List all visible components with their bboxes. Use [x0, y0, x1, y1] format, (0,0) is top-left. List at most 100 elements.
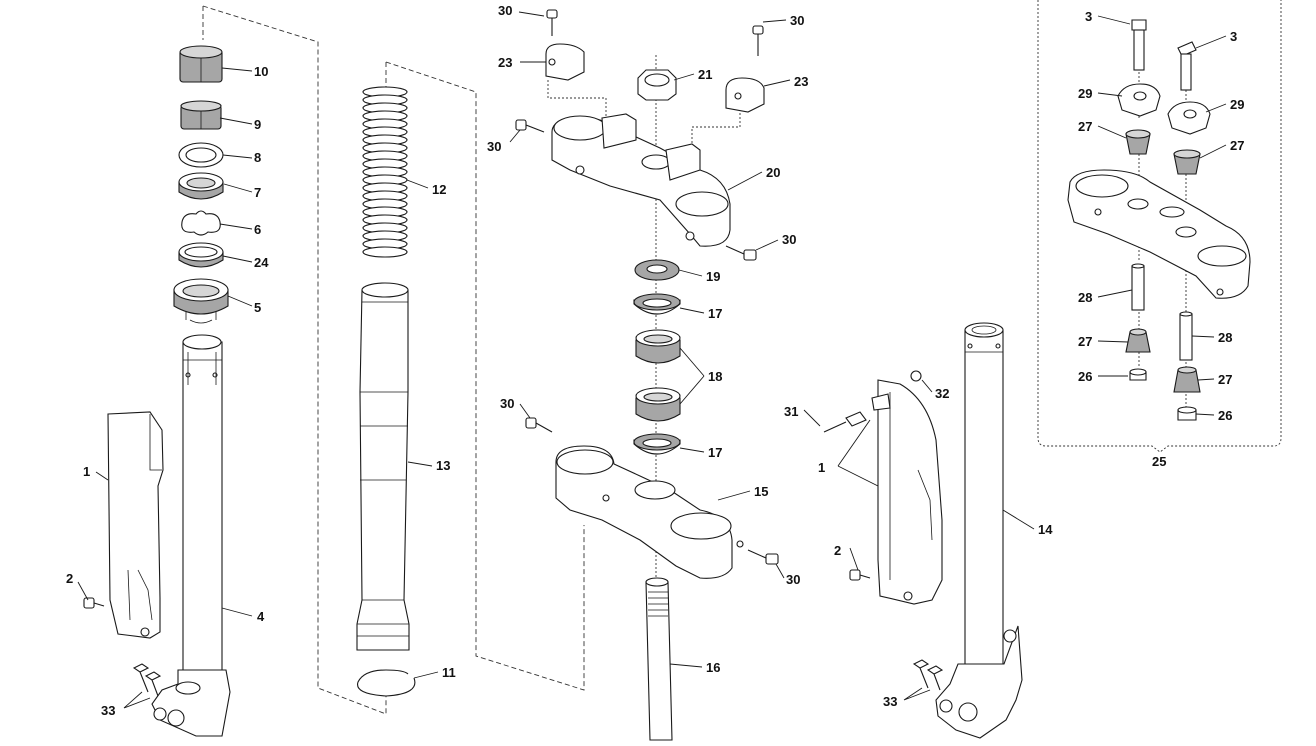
bolts-33-right	[912, 659, 944, 691]
bolt-2-left	[83, 597, 105, 609]
handlebar-clamp-plate	[1067, 169, 1251, 299]
callout-6: 6	[254, 222, 261, 237]
callout-25: 25	[1152, 454, 1166, 469]
callout-15: 15	[754, 484, 768, 499]
clip-6	[181, 210, 221, 236]
circlip-11	[357, 669, 416, 697]
callout-24: 24	[254, 255, 269, 270]
callout-33-left: 33	[101, 703, 115, 718]
callout-31: 31	[784, 404, 798, 419]
washer-19	[634, 259, 680, 281]
fork-guard-1-right	[871, 379, 943, 605]
callout-32: 32	[935, 386, 949, 401]
outer-tube-14	[964, 322, 1004, 671]
bolt-30-lower-left	[525, 417, 553, 433]
callout-21: 21	[698, 67, 712, 82]
washer-8	[178, 142, 224, 168]
ring-24	[178, 242, 224, 268]
callout-30-b: 30	[487, 139, 501, 154]
cartridge-13	[356, 282, 410, 651]
oil-seal-5	[173, 278, 229, 324]
bolt-32	[910, 370, 922, 382]
rubber-27-d	[1173, 366, 1201, 393]
dust-seal-7	[178, 172, 224, 200]
nut-26-left	[1129, 368, 1147, 381]
clamp-29-right	[1167, 101, 1211, 135]
callout-8: 8	[254, 150, 261, 165]
callout-17-bottom: 17	[708, 445, 722, 460]
callout-14: 14	[1038, 522, 1053, 537]
bolt-2-right	[849, 569, 871, 581]
callout-2-right: 2	[834, 543, 841, 558]
callout-3-left: 3	[1085, 9, 1092, 24]
callout-12: 12	[432, 182, 446, 197]
lower-triple-clamp-15	[555, 445, 744, 579]
callout-9: 9	[254, 117, 261, 132]
bushing-10	[179, 45, 223, 83]
bearing-race-17-top	[633, 293, 681, 315]
bearing-race-17-bottom	[633, 433, 681, 455]
callout-18: 18	[708, 369, 722, 384]
callout-26-left: 26	[1078, 369, 1092, 384]
callout-30-f: 30	[786, 572, 800, 587]
callout-17-top: 17	[708, 306, 722, 321]
callout-5: 5	[254, 300, 261, 315]
clamp-23-right	[725, 77, 765, 113]
nut-26-right	[1177, 406, 1197, 421]
axle-clamp-left	[151, 669, 231, 737]
steering-stem-16	[645, 577, 673, 741]
callout-28-right: 28	[1218, 330, 1232, 345]
callout-23-right: 23	[794, 74, 808, 89]
bolt-30-top-right	[752, 25, 764, 56]
leader-lines	[77, 11, 1227, 709]
callout-11: 11	[442, 665, 456, 680]
callout-30-d: 30	[782, 232, 796, 247]
callout-27-a: 27	[1078, 119, 1092, 134]
callout-20: 20	[766, 165, 780, 180]
callout-1-right: 1	[818, 460, 825, 475]
fork-guard-1-left	[107, 411, 164, 639]
bolts-33-left	[132, 663, 162, 697]
bushing-9	[180, 100, 222, 130]
bolt-3-left	[1131, 19, 1147, 71]
nut-21	[637, 69, 677, 101]
callout-10: 10	[254, 64, 268, 79]
bolt-30-left	[515, 119, 545, 133]
bearing-18-top	[635, 329, 681, 364]
callout-30-e: 30	[500, 396, 514, 411]
upper-triple-clamp-20	[551, 113, 731, 247]
callout-28-left: 28	[1078, 290, 1092, 305]
callout-27-b: 27	[1230, 138, 1244, 153]
callout-19: 19	[706, 269, 720, 284]
callout-3-right: 3	[1230, 29, 1237, 44]
callout-30-c: 30	[790, 13, 804, 28]
callout-29-left: 29	[1078, 86, 1092, 101]
bearing-18-bottom	[635, 387, 681, 422]
axle-clamp-right	[935, 625, 1023, 739]
clamp-23-left	[545, 43, 585, 81]
rubber-27-c	[1125, 328, 1151, 353]
callout-4: 4	[257, 609, 265, 624]
clamp-29-left	[1117, 83, 1161, 117]
callout-26-right: 26	[1218, 408, 1232, 423]
callout-29-right: 29	[1230, 97, 1244, 112]
bolt-30-lower-right	[747, 549, 779, 565]
callout-13: 13	[436, 458, 450, 473]
callout-23-left: 23	[498, 55, 512, 70]
callout-27-d: 27	[1218, 372, 1232, 387]
bolt-31	[823, 411, 867, 433]
callout-30-a: 30	[498, 3, 512, 18]
callout-1-left: 1	[83, 464, 90, 479]
spring-12	[362, 86, 408, 258]
rubber-27-b	[1173, 149, 1201, 175]
callout-2-left: 2	[66, 571, 73, 586]
callout-27-c: 27	[1078, 334, 1092, 349]
callout-labels: 10 9 8 7 6 24 5 4 1 2 33 12 13 11 30 23 …	[66, 3, 1244, 718]
callout-16: 16	[706, 660, 720, 675]
callout-33-right: 33	[883, 694, 897, 709]
spacer-28-left	[1131, 263, 1145, 311]
bolt-30-mid	[725, 245, 757, 261]
bolt-3-right	[1177, 41, 1197, 91]
bolt-30-top	[546, 9, 558, 36]
